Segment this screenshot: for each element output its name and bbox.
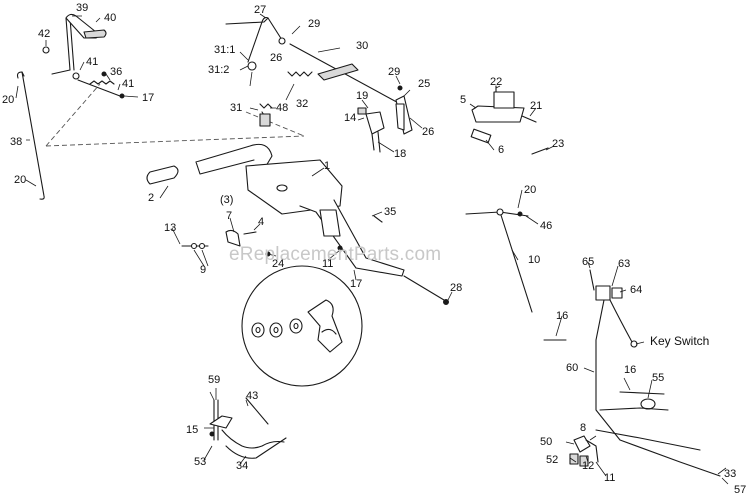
callout-16: 16	[556, 310, 569, 322]
control-rod	[465, 208, 533, 313]
callout-29: 29	[388, 66, 401, 78]
callout-60: 60	[566, 362, 579, 374]
callout-24: 24	[272, 258, 285, 270]
throttle-rod-assembly	[225, 16, 413, 135]
callout-26: 26	[270, 52, 283, 64]
bracket-assembly	[470, 85, 549, 155]
callout-33: 33	[724, 468, 737, 480]
callout-46: 46	[540, 220, 553, 232]
callout-11: 11	[322, 258, 334, 270]
main-frame-handle	[146, 143, 449, 305]
callout-31-1: 31:1	[214, 44, 236, 56]
callout-48: 48	[276, 102, 289, 114]
callout-21: 21	[530, 100, 543, 112]
callout-1: 1	[324, 160, 331, 172]
callout-34: 34	[236, 460, 249, 472]
small-hardware-center	[181, 229, 343, 257]
callout-64: 64	[630, 284, 643, 296]
callout-13: 13	[164, 222, 177, 234]
callout-6: 6	[498, 144, 505, 156]
callout-31: 31	[230, 102, 243, 114]
detail-view	[241, 265, 363, 387]
callout-52: 52	[546, 454, 559, 466]
callout-35: 35	[384, 206, 397, 218]
wiring-harness	[543, 269, 721, 477]
callout-20: 20	[14, 174, 27, 186]
watermark-text: eReplacementParts.com	[229, 244, 442, 265]
callout-41: 41	[122, 78, 135, 90]
callout-22: 22	[490, 76, 503, 88]
callout-42: 42	[38, 28, 51, 40]
callout-40: 40	[104, 12, 117, 24]
callout-20: 20	[2, 94, 15, 106]
callout-27: 27	[254, 4, 267, 16]
callout-16: 16	[624, 364, 637, 376]
callout-36: 36	[110, 66, 123, 78]
leader-lines	[15, 13, 729, 485]
callout-55: 55	[652, 372, 665, 384]
callout-59: 59	[208, 374, 221, 386]
key-switch-label: Key Switch	[650, 334, 710, 348]
callout-30: 30	[356, 40, 369, 52]
callout-8: 8	[580, 422, 587, 434]
callout-28: 28	[450, 282, 463, 294]
brake-cable	[209, 397, 287, 459]
callout-43: 43	[246, 390, 259, 402]
callout-23: 23	[552, 138, 565, 150]
callout-17: 17	[142, 92, 155, 104]
callout-5: 5	[460, 94, 467, 106]
callout-31-2: 31:2	[208, 64, 230, 76]
callout-11: 11	[604, 472, 616, 484]
callout-53: 53	[194, 456, 207, 468]
callout-39: 39	[76, 2, 89, 14]
callout-14: 14	[344, 112, 357, 124]
callout-15: 15	[186, 424, 199, 436]
pedal-rod	[16, 71, 45, 200]
brake-pedal-assembly	[42, 13, 125, 99]
callout-7: 7	[226, 210, 233, 222]
callout-41: 41	[86, 56, 99, 68]
callout-57: 57	[734, 484, 747, 496]
callout-19: 19	[356, 90, 369, 102]
callout-32: 32	[296, 98, 309, 110]
callout-10: 10	[528, 254, 541, 266]
callout-12: 12	[582, 460, 595, 472]
callout-4: 4	[258, 216, 265, 228]
callout-18: 18	[394, 148, 407, 160]
callout-25: 25	[418, 78, 431, 90]
callout-17: 17	[350, 278, 363, 290]
callout-38: 38	[10, 136, 23, 148]
callout-29: 29	[308, 18, 321, 30]
callout-20: 20	[524, 184, 537, 196]
callout-65: 65	[582, 256, 595, 268]
callout-26: 26	[422, 126, 435, 138]
callout-2: 2	[148, 192, 155, 204]
alignment-dashes-left	[45, 83, 305, 147]
callout-63: 63	[618, 258, 631, 270]
callout-50: 50	[540, 436, 553, 448]
callout-9: 9	[200, 264, 207, 276]
callout-3-qty: (3)	[220, 194, 234, 206]
parking-brake-switch	[357, 107, 385, 153]
